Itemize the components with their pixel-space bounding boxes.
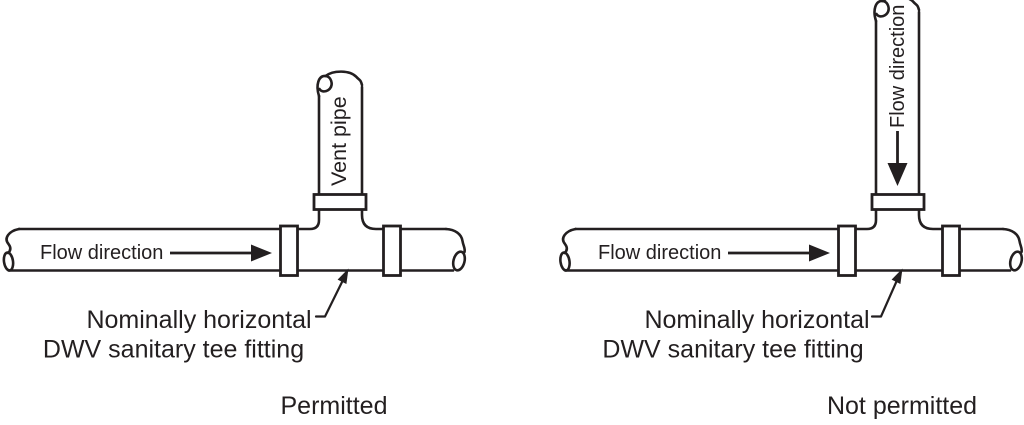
horizontal-pipe-top-right: [360, 192, 448, 231]
vent-pipe-label: Vent pipe: [327, 96, 351, 186]
pipe-break-right-loop-icon: [1008, 250, 1024, 272]
fitting-leader-line: [314, 276, 346, 318]
verdict-label-permitted: Permitted: [281, 392, 388, 420]
flow-arrow-head-icon: [251, 244, 272, 262]
fitting-label-line1: Nominally horizontal: [86, 306, 311, 334]
pipe-break-left-loop-icon: [2, 251, 15, 272]
vertical-pipe-break-loop-icon: [873, 0, 890, 23]
horizontal-pipe-top-left: [17, 192, 321, 231]
horizontal-pipe-top-right: [917, 192, 1005, 231]
tee-hub-right: [382, 224, 402, 277]
vent-pipe-break-wave-icon: [324, 70, 364, 87]
permitted-diagram: Flow direction Vent pipe Nominally horiz…: [2, 70, 467, 420]
pipe-break-right-icon: [1001, 227, 1024, 254]
fitting-leader-line: [870, 276, 900, 318]
fitting-label-line2: DWV sanitary tee fitting: [602, 336, 863, 364]
tee-hub-left: [837, 224, 857, 277]
tee-hub-vertical: [870, 193, 926, 211]
pipe-break-left-icon: [561, 227, 577, 255]
flow-arrow-head-icon: [809, 244, 830, 262]
not-permitted-diagram: Flow direction Flow direction Nominally …: [559, 0, 1024, 420]
vent-pipe-break-loop-icon: [316, 74, 333, 98]
flow-direction-label: Flow direction: [40, 242, 163, 264]
horizontal-pipe-top-left: [574, 192, 878, 231]
verdict-label-not-permitted: Not permitted: [827, 392, 977, 420]
pipe-break-left-icon: [5, 227, 21, 255]
fitting-leader-arrow-icon: [337, 268, 349, 284]
vertical-flow-arrow-head-icon: [887, 163, 908, 186]
vertical-flow-direction-label: Flow direction: [887, 5, 909, 128]
fitting-label-line2: DWV sanitary tee fitting: [43, 336, 304, 364]
fitting-label-line1: Nominally horizontal: [644, 306, 869, 334]
pipe-break-left-loop-icon: [559, 251, 571, 272]
vertical-pipe-break-wave-icon: [881, 0, 921, 12]
tee-hub-right: [941, 224, 961, 277]
pipe-break-right-icon: [444, 227, 467, 254]
pipe-break-right-loop-icon: [451, 250, 467, 272]
flow-direction-label: Flow direction: [598, 242, 721, 264]
fitting-leader-arrow-icon: [891, 268, 903, 284]
tee-hub-vent: [312, 193, 368, 211]
tee-hub-left: [279, 224, 299, 277]
